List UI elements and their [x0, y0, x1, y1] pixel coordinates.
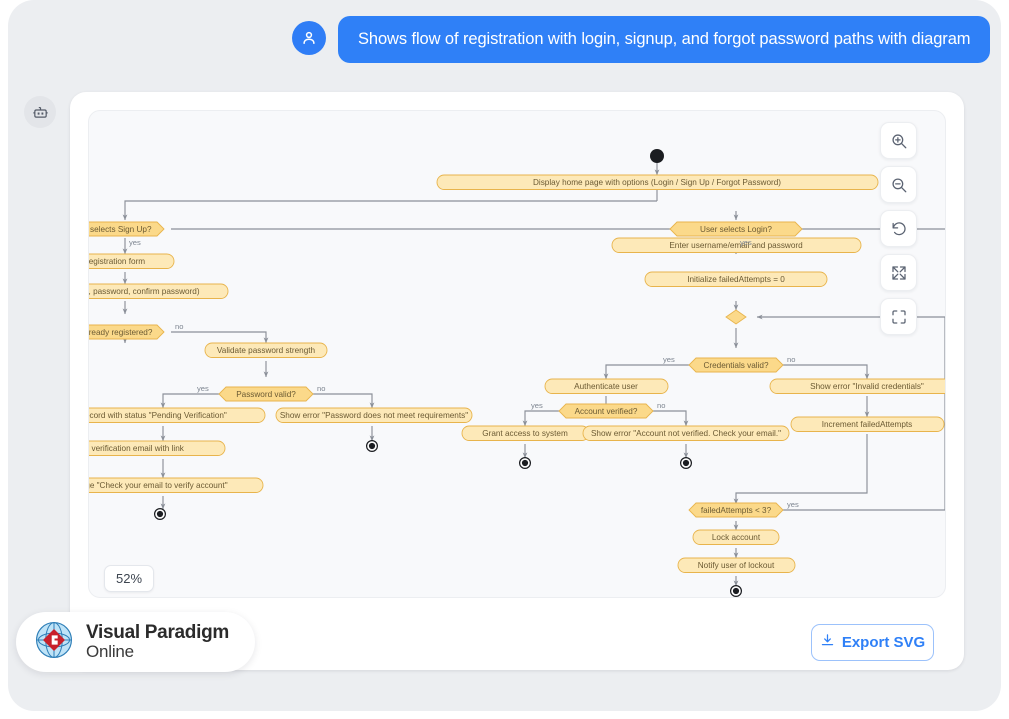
node-invalid-credentials: Show error "Invalid credentials" [769, 378, 945, 394]
edge-labels: yes yes no yes no yes no yes no yes [129, 238, 799, 509]
node-create-record: Create user record with status "Pending … [89, 407, 266, 423]
user-prompt-row: Shows flow of registration with login, s… [292, 16, 991, 63]
decision-credentials-valid: Credentials valid? [688, 357, 784, 373]
robot-icon [24, 96, 56, 128]
svg-text:yes: yes [787, 500, 799, 509]
svg-text:no: no [657, 401, 665, 410]
node-not-verified: Show error "Account not verified. Check … [582, 425, 790, 441]
node-notify-lockout: Notify user of lockout [677, 557, 796, 573]
globe-diamond-icon [32, 618, 76, 667]
diagram-result-card: Display home page with options (Login / … [70, 92, 964, 670]
svg-text:Account verified?: Account verified? [575, 407, 638, 416]
node-authenticate-user: Authenticate user [544, 378, 669, 394]
svg-text:Initialize failedAttempts = 0: Initialize failedAttempts = 0 [687, 275, 785, 284]
decision-failed-attempts: failedAttempts < 3? [688, 502, 784, 518]
decision-account-verified: Account verified? [558, 403, 654, 419]
logo-title: Visual Paradigm [86, 622, 229, 644]
export-svg-button[interactable]: Export SVG [811, 624, 934, 661]
svg-text:Display registration form: Display registration form [89, 257, 145, 266]
svg-text:Show error "Password does not: Show error "Password does not meet requi… [280, 411, 468, 420]
decision-email-registered: Email already registered? [89, 324, 165, 340]
svg-text:Authenticate user: Authenticate user [574, 382, 638, 391]
svg-text:no: no [787, 355, 795, 364]
svg-text:Lock account: Lock account [712, 533, 761, 542]
fullscreen-button[interactable] [880, 298, 917, 335]
decision-password-valid: Password valid? [218, 386, 314, 402]
svg-text:Grant access to system: Grant access to system [482, 429, 568, 438]
decision-user-selects-login: User selects Login? [669, 221, 803, 237]
diagram-toolbar [880, 122, 917, 335]
download-icon [820, 633, 835, 652]
diagram-canvas-viewport[interactable]: Display home page with options (Login / … [89, 111, 945, 597]
user-message: Shows flow of registration with login, s… [338, 16, 991, 63]
reset-view-button[interactable] [880, 210, 917, 247]
svg-text:no: no [317, 384, 325, 393]
node-password-error: Show error "Password does not meet requi… [275, 407, 473, 423]
app-shell: Shows flow of registration with login, s… [8, 0, 1001, 711]
fit-screen-button[interactable] [880, 254, 917, 291]
svg-text:Enter username/email and passw: Enter username/email and password [669, 241, 803, 250]
person-icon [292, 21, 326, 55]
node-init-attempts: Initialize failedAttempts = 0 [644, 271, 828, 287]
node-lock-account: Lock account [692, 529, 780, 545]
svg-text:no: no [175, 322, 183, 331]
start-node [650, 149, 664, 163]
end-node-signup [153, 508, 166, 521]
svg-text:yes: yes [197, 384, 209, 393]
svg-text:Show error "Account not verifi: Show error "Account not verified. Check … [591, 429, 781, 438]
action-nodes: Display home page with options (Login / … [89, 174, 945, 573]
end-nodes [153, 440, 742, 597]
end-node-password-error [366, 440, 379, 453]
export-svg-label: Export SVG [841, 634, 926, 651]
svg-text:Credentials valid?: Credentials valid? [703, 361, 769, 370]
end-node-lockout [730, 585, 742, 597]
svg-text:yes: yes [740, 238, 752, 247]
activity-diagram: Display home page with options (Login / … [89, 149, 945, 597]
zoom-in-button[interactable] [880, 122, 917, 159]
svg-text:Email already registered?: Email already registered? [89, 328, 153, 337]
end-node-not-verified [679, 457, 692, 470]
svg-text:Show error "Invalid credential: Show error "Invalid credentials" [810, 382, 924, 391]
svg-text:Display home page with options: Display home page with options (Login / … [533, 178, 781, 187]
zoom-level-badge[interactable]: 52% [104, 565, 155, 592]
node-send-verification: Send verification email with link [89, 440, 226, 456]
svg-text:Validate password strength: Validate password strength [217, 346, 316, 355]
node-registration-form: Display registration form [89, 253, 175, 269]
svg-text:Password valid?: Password valid? [236, 390, 296, 399]
merge-node [725, 309, 747, 325]
decision-user-selects-signup: User selects Sign Up? [89, 221, 165, 237]
logo-subtitle: Online [86, 642, 134, 662]
zoom-out-button[interactable] [880, 166, 917, 203]
svg-text:Send verification email with l: Send verification email with link [89, 444, 185, 453]
svg-text:yes: yes [663, 355, 675, 364]
svg-text:Increment failedAttempts: Increment failedAttempts [822, 420, 913, 429]
diagram-canvas[interactable]: Display home page with options (Login / … [88, 110, 946, 598]
decision-nodes: User selects Login? User selects Sign Up… [89, 221, 803, 518]
svg-text:failedAttempts < 3?: failedAttempts < 3? [701, 506, 772, 515]
node-validate-password: Validate password strength [204, 342, 328, 358]
node-enter-login: Enter username/email and password [611, 237, 862, 253]
node-grant-access: Grant access to system [461, 425, 590, 441]
svg-text:User selects Sign Up?: User selects Sign Up? [89, 225, 152, 234]
visual-paradigm-logo: Visual Paradigm Online [16, 612, 255, 672]
svg-text:Create user record with status: Create user record with status "Pending … [89, 411, 227, 420]
end-node-grant [519, 457, 532, 470]
svg-text:User selects Login?: User selects Login? [700, 225, 772, 234]
svg-text:Show message "Check your email: Show message "Check your email to verify… [89, 481, 228, 490]
svg-text:yes: yes [129, 238, 141, 247]
node-increment-attempts: Increment failedAttempts [790, 416, 945, 432]
svg-text:yes: yes [531, 401, 543, 410]
node-enter-details: Enter details (email, password, confirm … [89, 283, 229, 299]
node-check-email: Show message "Check your email to verify… [89, 477, 264, 493]
node-home: Display home page with options (Login / … [436, 174, 879, 190]
svg-text:Notify user of lockout: Notify user of lockout [698, 561, 775, 570]
svg-text:Enter details (email, password: Enter details (email, password, confirm … [89, 287, 200, 296]
